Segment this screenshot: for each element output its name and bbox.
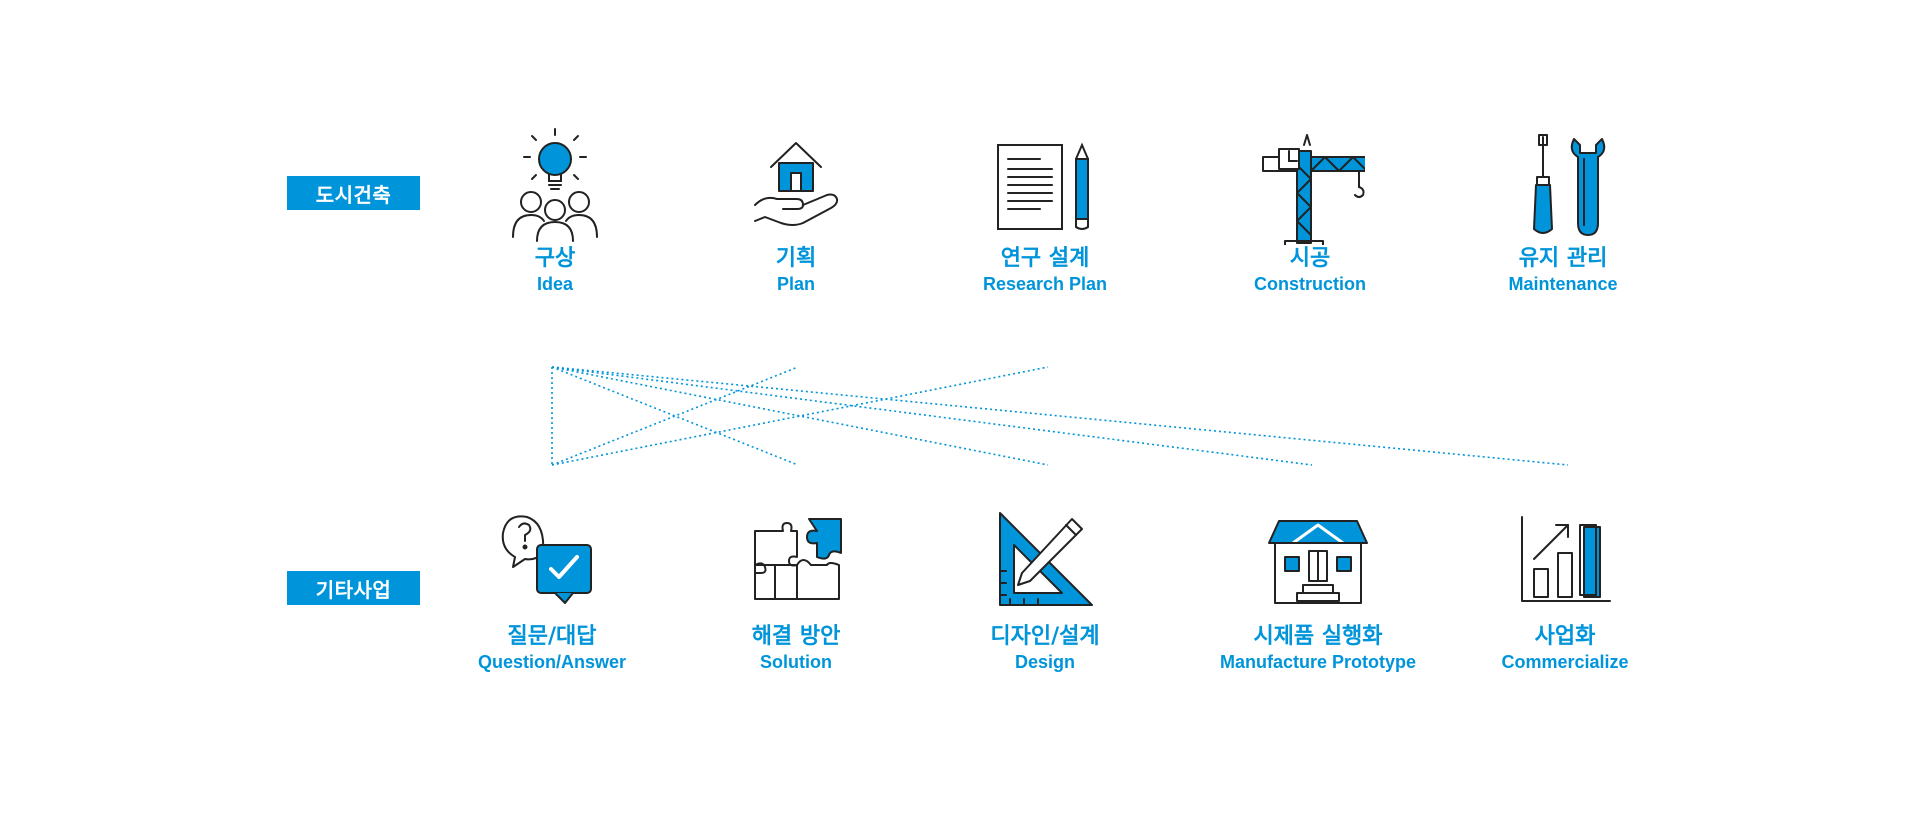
connector-line <box>551 366 1313 466</box>
step-idea: 구상 Idea <box>405 125 705 295</box>
step-solution: 해결 방안 Solution <box>646 503 946 673</box>
step-title-en: Construction <box>1254 274 1366 294</box>
step-title-en: Idea <box>536 274 574 294</box>
step-manufacture-prototype: 시제품 실행화 Manufacture Prototype <box>1168 503 1468 673</box>
step-title-ko: 시제품 실행화 <box>1253 624 1383 649</box>
step-plan: 기획 Plan <box>646 125 946 295</box>
triangle-ruler-pencil-icon <box>999 512 1093 606</box>
house-in-hand-icon <box>754 142 839 226</box>
tower-crane-icon <box>1262 134 1365 245</box>
step-title-ko: 구상 <box>534 246 576 271</box>
step-commercialize: 사업화 Commercialize <box>1415 503 1715 673</box>
connector-line <box>551 366 1049 466</box>
step-title-en: Solution <box>760 652 832 672</box>
step-title-en: Research Plan <box>982 274 1108 294</box>
connector-line <box>551 366 799 466</box>
step-title-en: Question/Answer <box>477 652 627 672</box>
step-design: 디자인/설계 Design <box>895 503 1195 673</box>
step-question-answer: 질문/대답 Question/Answer <box>402 503 702 673</box>
step-title-ko: 기획 <box>775 246 817 271</box>
puzzle-icon <box>754 518 842 600</box>
connector-line <box>551 366 799 466</box>
step-title-ko: 디자인/설계 <box>990 624 1100 649</box>
step-title-en: Manufacture Prototype <box>1219 652 1417 672</box>
step-title-ko: 사업화 <box>1534 624 1596 649</box>
connector-line <box>551 366 1049 466</box>
step-title-en: Design <box>1014 652 1075 672</box>
step-title-en: Plan <box>776 274 815 294</box>
growth-bar-chart-icon <box>1521 516 1611 602</box>
step-construction: 시공 Construction <box>1160 125 1460 295</box>
document-pencil-icon <box>997 142 1089 230</box>
step-research-plan: 연구 설계 Research Plan <box>895 125 1195 295</box>
screwdriver-wrench-icon <box>1533 134 1606 236</box>
step-title-ko: 질문/대답 <box>507 624 597 649</box>
step-title-ko: 유지 관리 <box>1518 246 1608 271</box>
idea-team-icon <box>512 128 598 242</box>
row-label-other-business: 기타사업 <box>287 571 420 605</box>
step-title-en: Commercialize <box>1501 652 1629 672</box>
step-title-en: Maintenance <box>1508 274 1618 294</box>
question-check-bubble-icon <box>501 515 592 604</box>
step-title-ko: 해결 방안 <box>751 624 841 649</box>
row-label-urban-architecture: 도시건축 <box>287 176 420 210</box>
step-title-ko: 연구 설계 <box>1000 246 1090 271</box>
step-maintenance: 유지 관리 Maintenance <box>1413 125 1713 295</box>
model-house-icon <box>1268 520 1368 604</box>
step-title-ko: 시공 <box>1289 246 1331 271</box>
connector-line <box>551 366 1569 466</box>
